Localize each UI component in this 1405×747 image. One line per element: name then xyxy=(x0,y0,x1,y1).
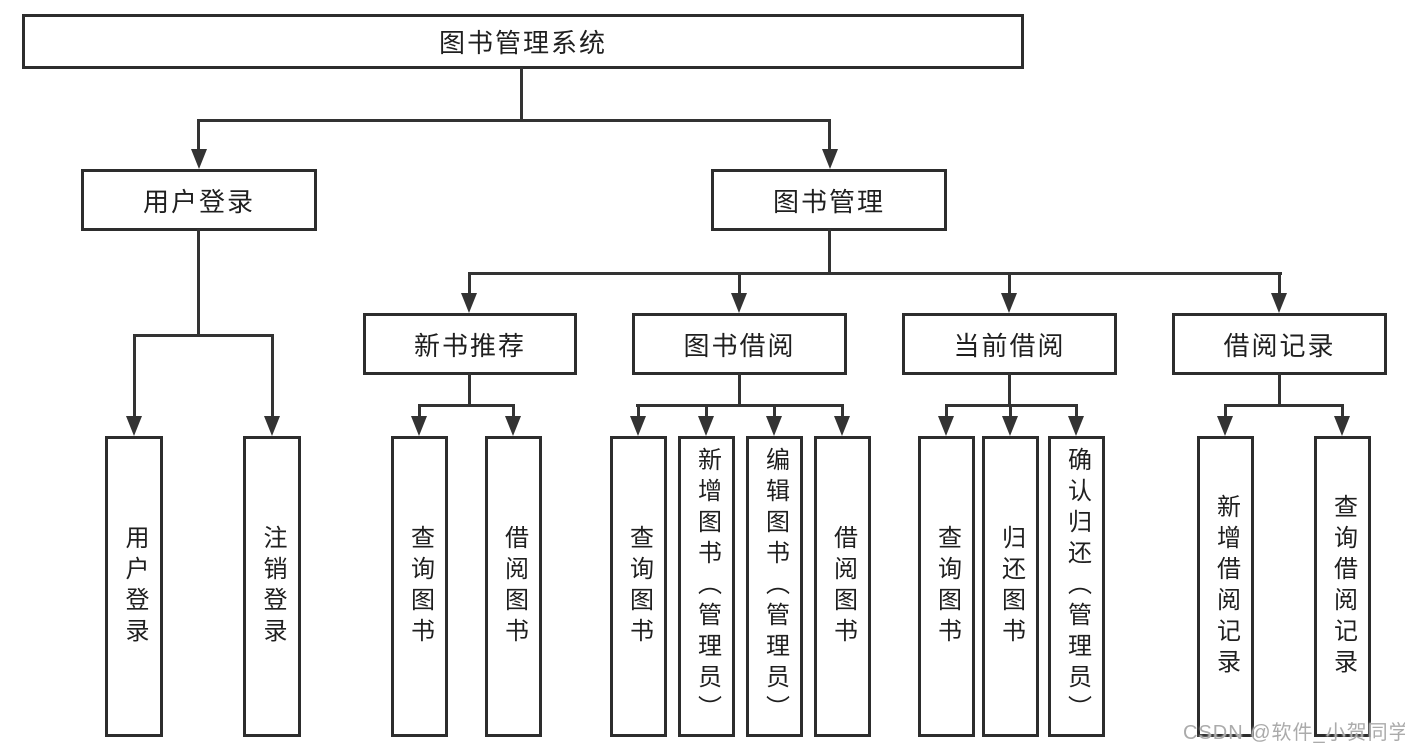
connector-borrow-split xyxy=(636,404,844,407)
leaf-bb-borrow-books: 借阅图书 xyxy=(814,436,871,737)
node-current-borrow-label: 当前借阅 xyxy=(953,330,1066,361)
connector-drop-cb-return xyxy=(1009,404,1012,418)
connector-drop-current-borrow xyxy=(1008,272,1011,296)
leaf-bb-query-books: 查询图书 xyxy=(610,436,667,737)
leaf-user-login: 用户登录 xyxy=(105,436,163,737)
arrow-down-book-mgmt xyxy=(822,149,838,169)
leaf-bb-add-books-admin: 新增图书（管理员） xyxy=(678,436,735,737)
arrow-down-user-login xyxy=(191,149,207,169)
connector-current-stem xyxy=(1008,373,1011,407)
node-user-login-label: 用户登录 xyxy=(142,186,255,217)
arrow-down-nb-query xyxy=(411,416,427,436)
connector-root-split xyxy=(197,119,831,122)
node-book-borrow: 图书借阅 xyxy=(632,313,847,375)
arrow-down-bb-edit xyxy=(766,416,782,436)
connector-drop-book-borrow xyxy=(738,272,741,296)
leaf-bb-edit-books-admin: 编辑图书（管理员） xyxy=(746,436,803,737)
node-book-mgmt-label: 图书管理 xyxy=(772,186,885,217)
connector-drop-cb-query xyxy=(945,404,948,418)
node-borrow-records-label: 借阅记录 xyxy=(1223,330,1336,361)
connector-borrow-stem xyxy=(738,373,741,407)
connector-drop-nb-query xyxy=(418,404,421,418)
node-book-borrow-label: 图书借阅 xyxy=(683,330,796,361)
leaf-logout: 注销登录 xyxy=(243,436,301,737)
arrow-down-cb-return xyxy=(1002,416,1018,436)
leaf-cb-confirm-return-admin-label: 确认归还（管理员） xyxy=(1063,447,1091,726)
leaf-nb-query-books-label: 查询图书 xyxy=(406,524,434,649)
leaf-cb-query-books: 查询图书 xyxy=(918,436,975,737)
arrow-down-book-borrow xyxy=(731,293,747,313)
leaf-bb-borrow-books-label: 借阅图书 xyxy=(829,524,857,649)
connector-drop-logout xyxy=(271,334,274,418)
arrow-down-bb-query xyxy=(630,416,646,436)
arrow-down-current-borrow xyxy=(1001,293,1017,313)
arrow-down-bb-borrow xyxy=(834,416,850,436)
leaf-nb-query-books: 查询图书 xyxy=(391,436,448,737)
arrow-down-borrow-records xyxy=(1271,293,1287,313)
node-new-books: 新书推荐 xyxy=(363,313,577,375)
connector-user-split xyxy=(133,334,274,337)
node-borrow-records: 借阅记录 xyxy=(1172,313,1387,375)
node-user-login: 用户登录 xyxy=(81,169,317,231)
connector-records-split xyxy=(1224,404,1344,407)
leaf-rc-add-record: 新增借阅记录 xyxy=(1197,436,1254,737)
arrow-down-rc-query xyxy=(1334,416,1350,436)
connector-drop-new-books xyxy=(468,272,471,296)
connector-drop-rc-add xyxy=(1224,404,1227,418)
leaf-rc-add-record-label: 新增借阅记录 xyxy=(1212,493,1240,680)
connector-drop-rc-query xyxy=(1341,404,1344,418)
node-book-mgmt: 图书管理 xyxy=(711,169,947,231)
connector-drop-bb-edit xyxy=(773,404,776,418)
node-library-system: 图书管理系统 xyxy=(22,14,1024,69)
connector-records-stem xyxy=(1278,373,1281,407)
connector-user-stem xyxy=(197,229,200,337)
leaf-rc-query-record: 查询借阅记录 xyxy=(1314,436,1371,737)
node-current-borrow: 当前借阅 xyxy=(902,313,1117,375)
connector-mgmt-stem xyxy=(828,229,831,275)
node-library-system-label: 图书管理系统 xyxy=(438,28,607,58)
leaf-cb-return-books: 归还图书 xyxy=(982,436,1039,737)
connector-drop-bb-add xyxy=(705,404,708,418)
leaf-cb-return-books-label: 归还图书 xyxy=(997,524,1025,649)
arrow-down-cb-query xyxy=(938,416,954,436)
leaf-logout-label: 注销登录 xyxy=(259,524,286,649)
connector-drop-nb-borrow xyxy=(512,404,515,418)
arrow-down-logout xyxy=(264,416,280,436)
arrow-down-nb-borrow xyxy=(505,416,521,436)
connector-drop-user-login xyxy=(197,119,200,151)
node-new-books-label: 新书推荐 xyxy=(413,330,526,361)
leaf-bb-query-books-label: 查询图书 xyxy=(625,524,653,649)
arrow-down-login xyxy=(126,416,142,436)
connector-newbook-split xyxy=(418,404,515,407)
connector-drop-borrow-records xyxy=(1278,272,1281,296)
leaf-cb-query-books-label: 查询图书 xyxy=(933,524,961,649)
connector-root-stem xyxy=(520,67,523,122)
connector-mgmt-split xyxy=(468,272,1282,275)
arrow-down-new-books xyxy=(461,293,477,313)
connector-drop-login xyxy=(133,334,136,418)
leaf-nb-borrow-books-label: 借阅图书 xyxy=(500,524,528,649)
connector-drop-bb-query xyxy=(637,404,640,418)
connector-drop-book-mgmt xyxy=(828,119,831,151)
connector-drop-bb-borrow xyxy=(841,404,844,418)
connector-newbook-stem xyxy=(468,373,471,407)
leaf-bb-edit-books-admin-label: 编辑图书（管理员） xyxy=(761,447,789,726)
arrow-down-rc-add xyxy=(1217,416,1233,436)
arrow-down-bb-add xyxy=(698,416,714,436)
leaf-user-login-label: 用户登录 xyxy=(121,524,148,649)
arrow-down-cb-confirm xyxy=(1068,416,1084,436)
leaf-cb-confirm-return-admin: 确认归还（管理员） xyxy=(1048,436,1105,737)
leaf-bb-add-books-admin-label: 新增图书（管理员） xyxy=(693,447,721,726)
connector-drop-cb-confirm xyxy=(1075,404,1078,418)
csdn-watermark: CSDN @软件_小贺同学 xyxy=(1183,722,1405,744)
leaf-rc-query-record-label: 查询借阅记录 xyxy=(1329,493,1357,680)
leaf-nb-borrow-books: 借阅图书 xyxy=(485,436,542,737)
